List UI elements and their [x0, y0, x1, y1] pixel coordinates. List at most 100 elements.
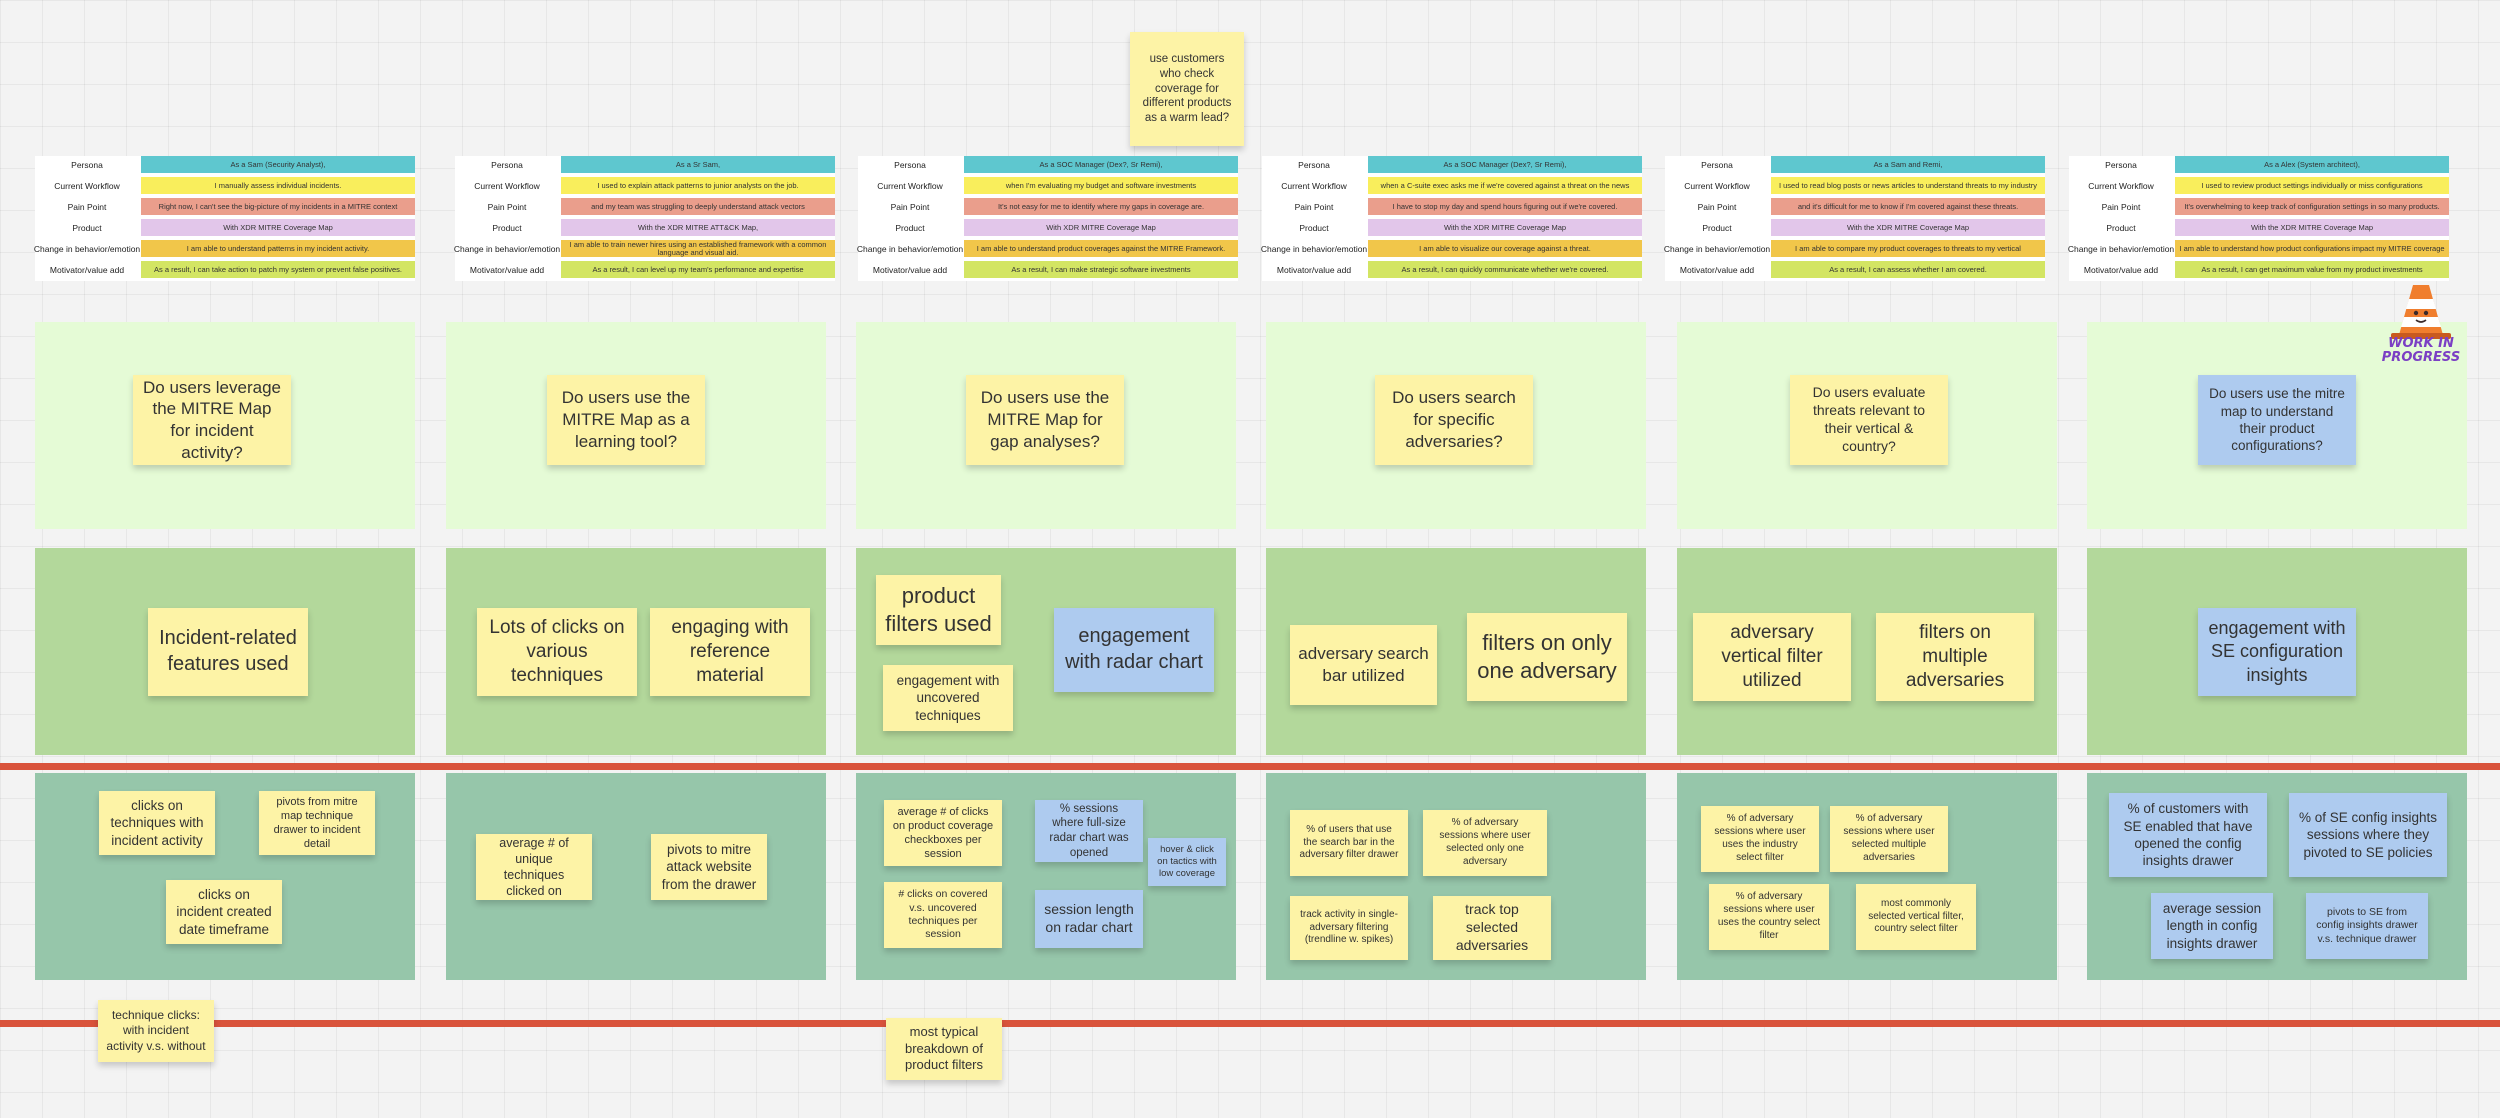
metric-sticky[interactable]: % of adversary sessions where user selec…: [1830, 806, 1948, 872]
metric-sticky[interactable]: average # of unique techniques clicked o…: [476, 834, 592, 900]
metric-sticky[interactable]: % of adversary sessions where user selec…: [1423, 810, 1547, 876]
persona-card-row-value: I am able to compare my product coverage…: [1771, 240, 2045, 257]
persona-card-row-value: With the XDR MITRE Coverage Map: [2175, 219, 2449, 236]
divider-line-lower: [0, 1020, 2500, 1027]
metric-sticky[interactable]: clicks on techniques with incident activ…: [99, 791, 215, 855]
signal-sticky[interactable]: engagement with SE configuration insight…: [2198, 608, 2356, 696]
bottom-note-sticky[interactable]: technique clicks: with incident activity…: [98, 1000, 214, 1062]
persona-card-row-label: Motivator/value add: [1679, 264, 1755, 275]
persona-card-row-value: With the XDR MITRE Coverage Map: [1368, 219, 1642, 236]
persona-card-row-label: Change in behavior/emotion: [1663, 243, 1771, 254]
metric-sticky[interactable]: track activity in single-adversary filte…: [1290, 896, 1408, 960]
persona-card-row-label: Change in behavior/emotion: [2067, 243, 2175, 254]
signal-sticky[interactable]: adversary vertical filter utilized: [1693, 613, 1851, 701]
metric-sticky[interactable]: % of adversary sessions where user uses …: [1701, 806, 1819, 872]
persona-card-row-value: As a Alex (System architect),: [2175, 156, 2449, 173]
metric-sticky[interactable]: average # of clicks on product coverage …: [884, 800, 1002, 866]
persona-card-row-value: With the XDR MITRE Coverage Map: [1771, 219, 2045, 236]
signal-sticky[interactable]: engagement with radar chart: [1054, 608, 1214, 692]
signal-sticky[interactable]: product filters used: [876, 575, 1001, 645]
persona-card-row-value: I am able to understand patterns in my i…: [141, 240, 415, 257]
persona-card-row-label: Pain Point: [67, 201, 107, 212]
metric-sticky[interactable]: # clicks on covered v.s. uncovered techn…: [884, 882, 1002, 948]
persona-card-row-value: I used to explain attack patterns to jun…: [561, 177, 835, 194]
traffic-cone-icon: [2391, 285, 2451, 339]
metric-sticky[interactable]: % sessions where full-size radar chart w…: [1035, 800, 1143, 862]
question-sticky-5[interactable]: Do users evaluate threats relevant to th…: [1790, 375, 1948, 465]
persona-card-row-value: I used to review product settings indivi…: [2175, 177, 2449, 194]
metric-sticky[interactable]: session length on radar chart: [1035, 890, 1143, 948]
persona-card-row-label: Product: [492, 222, 522, 233]
persona-card-row-value: It's not easy for me to identify where m…: [964, 198, 1238, 215]
signal-sticky[interactable]: Lots of clicks on various techniques: [477, 608, 637, 696]
persona-card-row-label: Current Workflow: [1281, 180, 1347, 191]
persona-card-row: Current Workflow I used to review product…: [2069, 177, 2449, 194]
work-in-progress-badge: WORK IN PROGRESS: [2380, 283, 2462, 375]
persona-card-row-label: Motivator/value add: [49, 264, 125, 275]
persona-card-row-value: With XDR MITRE Coverage Map: [964, 219, 1238, 236]
metric-sticky[interactable]: pivots to mitre attack website from the …: [651, 834, 767, 900]
question-sticky-6[interactable]: Do users use the mitre map to understand…: [2198, 375, 2356, 465]
persona-card-row-label: Product: [72, 222, 102, 233]
signal-sticky[interactable]: filters on only one adversary: [1467, 613, 1627, 701]
metric-sticky[interactable]: track top selected adversaries: [1433, 896, 1551, 960]
question-sticky-2[interactable]: Do users use the MITRE Map as a learning…: [547, 375, 705, 465]
metric-sticky[interactable]: average session length in config insight…: [2151, 893, 2273, 959]
persona-card-row-value: As a SOC Manager (Dex?, Sr Remi),: [964, 156, 1238, 173]
metric-sticky[interactable]: % of adversary sessions where user uses …: [1709, 884, 1829, 950]
persona-card-row-value: As a result, I can quickly communicate w…: [1368, 261, 1642, 278]
metric-sticky[interactable]: most commonly selected vertical filter, …: [1856, 884, 1976, 950]
signal-sticky[interactable]: engagement with uncovered techniques: [883, 665, 1013, 731]
persona-card-row-label: Current Workflow: [2088, 180, 2154, 191]
metric-sticky[interactable]: % of users that use the search bar in th…: [1290, 810, 1408, 876]
persona-card-row-label: Product: [895, 222, 925, 233]
persona-card-row-value: when I'm evaluating my budget and softwa…: [964, 177, 1238, 194]
persona-card-row-label: Motivator/value add: [872, 264, 948, 275]
persona-card-row: Product With XDR MITRE Coverage Map: [858, 219, 1238, 236]
question-sticky-3[interactable]: Do users use the MITRE Map for gap analy…: [966, 375, 1124, 465]
bottom-note-sticky[interactable]: most typical breakdown of product filter…: [886, 1018, 1002, 1080]
persona-card-row: Current Workflow when a C-suite exec asks…: [1262, 177, 1642, 194]
signal-sticky[interactable]: adversary search bar utilized: [1290, 625, 1437, 705]
persona-card-row-label: Current Workflow: [1684, 180, 1750, 191]
metric-sticky[interactable]: pivots to SE from config insights drawer…: [2306, 893, 2428, 959]
persona-card-row-label: Motivator/value add: [1276, 264, 1352, 275]
wip-label-line2: PROGRESS: [2381, 350, 2461, 365]
signal-sticky[interactable]: filters on multiple adversaries: [1876, 613, 2034, 701]
persona-card-row-value: With XDR MITRE Coverage Map: [141, 219, 415, 236]
metric-sticky[interactable]: hover & click on tactics with low covera…: [1148, 838, 1226, 886]
metric-sticky[interactable]: clicks on incident created date timefram…: [166, 880, 282, 944]
metric-sticky[interactable]: % of SE config insights sessions where t…: [2289, 793, 2447, 877]
sticky-note-top[interactable]: use customers who check coverage for dif…: [1130, 32, 1244, 146]
persona-card-row-value: As a SOC Manager (Dex?, Sr Remi),: [1368, 156, 1642, 173]
metric-sticky[interactable]: pivots from mitre map technique drawer t…: [259, 791, 375, 855]
signal-sticky[interactable]: engaging with reference material: [650, 608, 810, 696]
persona-card-row-value: when a C-suite exec asks me if we're cov…: [1368, 177, 1642, 194]
metric-sticky[interactable]: % of customers with SE enabled that have…: [2109, 793, 2267, 877]
question-sticky-1[interactable]: Do users leverage the MITRE Map for inci…: [133, 375, 291, 465]
persona-card-row-label: Persona: [71, 159, 103, 170]
persona-card-row-value: and my team was struggling to deeply und…: [561, 198, 835, 215]
signal-sticky[interactable]: Incident-related features used: [148, 608, 308, 696]
persona-card-row-label: Pain Point: [487, 201, 527, 212]
question-sticky-4[interactable]: Do users search for specific adversaries…: [1375, 375, 1533, 465]
